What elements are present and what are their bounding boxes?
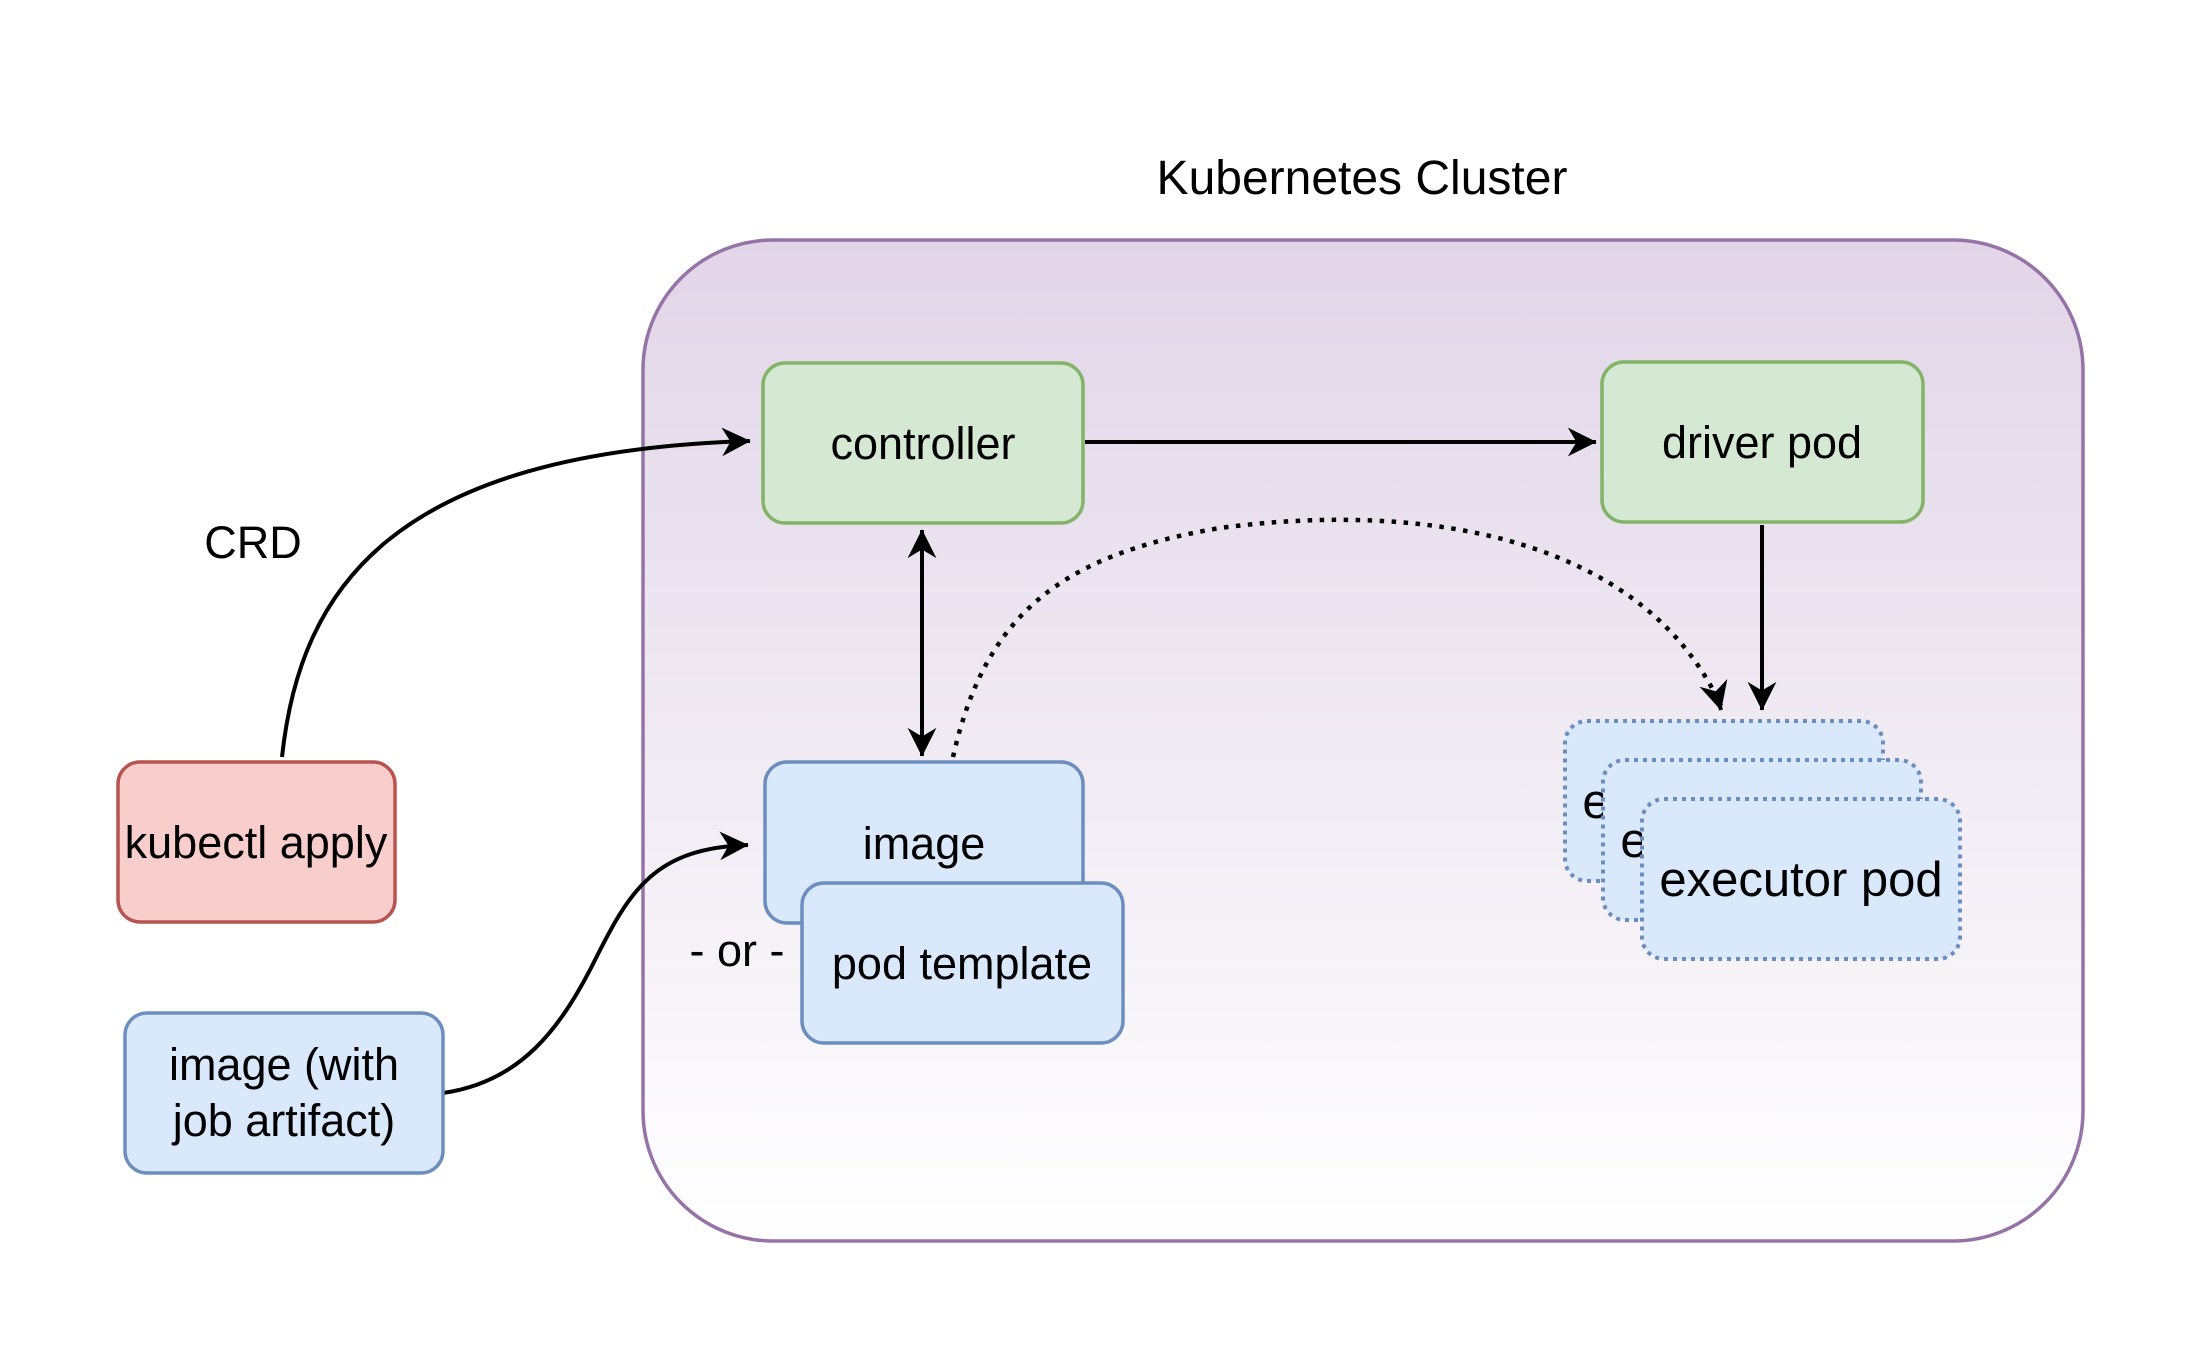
pod-template-node: pod template	[800, 881, 1125, 1045]
crd-edge-label: CRD	[204, 517, 302, 568]
or-edge-label: - or -	[690, 925, 785, 976]
executor-pod-label-front: executor pod	[1659, 853, 1942, 907]
image-with-job-artifact-label-line2: job artifact)	[171, 1095, 396, 1146]
edge-artifact-to-image	[442, 831, 749, 1095]
image-label: image	[863, 818, 986, 869]
kubectl-apply-node: kubectl apply	[116, 760, 397, 924]
controller-node: controller	[761, 361, 1085, 525]
executor-pod-node-front: executor pod	[1640, 797, 1962, 961]
kubectl-apply-label: kubectl apply	[125, 817, 388, 868]
image-with-job-artifact-node: image (with job artifact)	[123, 1011, 445, 1175]
driver-pod-label: driver pod	[1662, 417, 1862, 468]
edge-image-to-executor-arrowhead	[1699, 679, 1728, 711]
cluster-title: Kubernetes Cluster	[1157, 152, 1568, 205]
edge-kubectl-to-controller	[280, 427, 751, 758]
executor-pod-stack: executor pod executor pod executor pod	[1563, 719, 1962, 961]
controller-label: controller	[830, 418, 1015, 469]
edge-image-to-executor-dotted	[950, 517, 1724, 758]
pod-template-label: pod template	[832, 938, 1092, 989]
image-with-job-artifact-label-line1: image (with	[169, 1039, 399, 1090]
driver-pod-node: driver pod	[1600, 360, 1925, 524]
